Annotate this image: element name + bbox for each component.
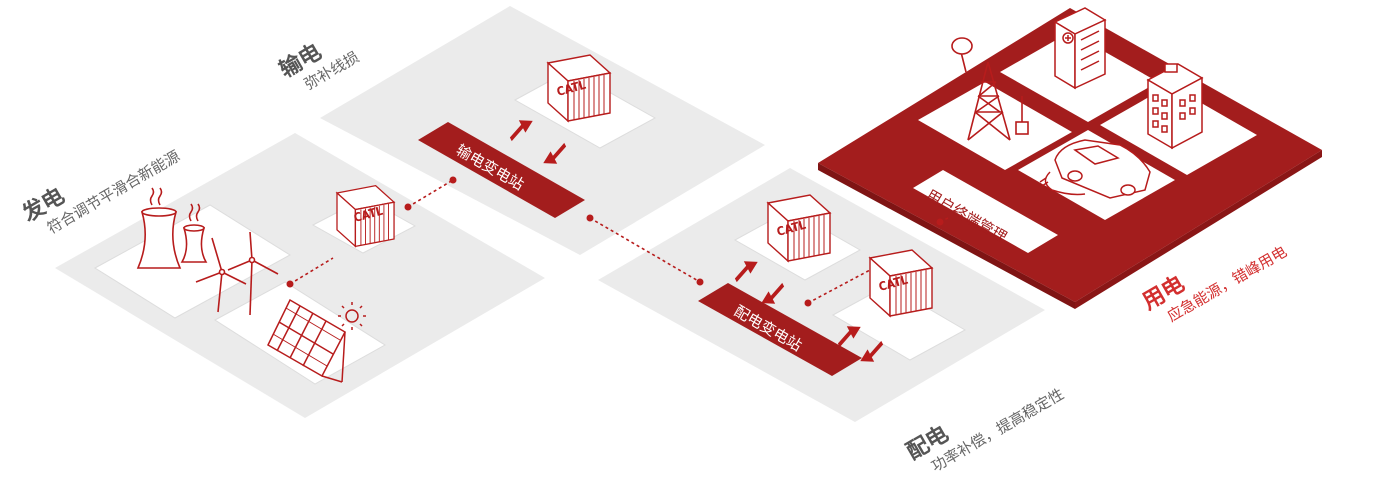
- connector-dots: [286, 176, 944, 307]
- generation-platform: [55, 133, 545, 418]
- distribution-subtitle: 功率补偿，提高稳定性: [928, 385, 1067, 476]
- tower-tile: [918, 82, 1072, 170]
- sun-icon: [338, 302, 366, 330]
- electric-car-icon: [1039, 139, 1151, 199]
- wind-turbine-icon: [195, 231, 279, 316]
- transmission-section-text: 输电 弥补线损: [275, 39, 362, 94]
- solar-panel-icon: [267, 298, 346, 383]
- office-building-icon: [1146, 63, 1204, 150]
- power-tower-icon: [951, 37, 1029, 141]
- distribution-section-text: 配电 功率补偿，提高稳定性: [903, 385, 1068, 476]
- distribution-platform: [598, 168, 1045, 422]
- hospital-icon: [1053, 7, 1107, 90]
- transmission-platform: [320, 6, 765, 255]
- cooling-tower-icon: [136, 187, 208, 269]
